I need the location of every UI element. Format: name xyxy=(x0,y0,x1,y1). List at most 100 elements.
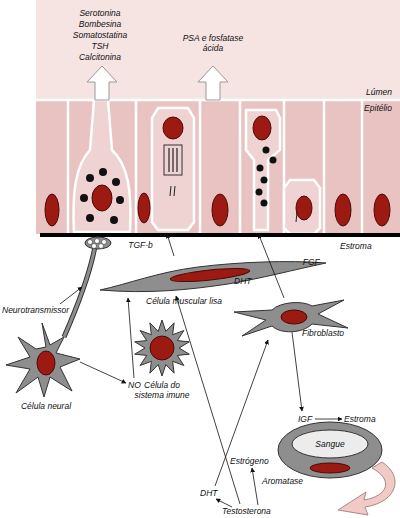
granular-cell xyxy=(261,200,268,207)
signal-arrow xyxy=(60,287,342,507)
annotation-label: Neurotransmissor xyxy=(2,305,69,315)
cell-nucleus xyxy=(335,194,351,226)
axon xyxy=(85,237,111,249)
signal-arrow xyxy=(252,468,258,505)
cell-shape xyxy=(37,351,55,375)
signal-arrow xyxy=(216,499,232,507)
annotation-label: Estroma xyxy=(340,241,372,251)
secretory-cell xyxy=(164,145,182,175)
neuroendocrine-cell xyxy=(86,214,94,222)
annotation-label: TSH xyxy=(60,41,140,51)
signal-arrow xyxy=(292,332,302,411)
basal-cell xyxy=(284,180,320,234)
annotation-label: DHT xyxy=(200,488,217,498)
signal-arrow xyxy=(128,298,134,378)
granular-cell xyxy=(246,110,280,230)
cell-shape xyxy=(281,310,307,324)
secretion-arrow xyxy=(198,66,228,100)
secretory-cell xyxy=(168,148,169,172)
axon xyxy=(95,239,100,244)
annotation-label: PSA e fosfatase ácida xyxy=(178,33,248,53)
basal-cell xyxy=(284,180,320,234)
cell-boundary xyxy=(323,100,326,234)
cell-boundary xyxy=(239,100,242,234)
axon xyxy=(88,240,93,245)
node-label: Sangue xyxy=(276,439,384,449)
epithelium-band xyxy=(36,100,400,234)
cell-nucleus xyxy=(45,193,390,226)
signal-arrow xyxy=(315,419,342,420)
annotation-label: Estrógeno xyxy=(230,456,269,466)
cell-shape xyxy=(100,262,326,292)
annotation-label: NO xyxy=(128,380,141,390)
epithelium-band: Epitélio xyxy=(36,100,400,234)
neuroendocrine-cell xyxy=(86,174,94,182)
epithelium-band xyxy=(36,100,400,234)
cell-shape xyxy=(6,323,80,397)
annotation-label: Serotonina xyxy=(60,8,140,18)
connector-label: TGF-b xyxy=(128,240,153,250)
connector-label: FGF xyxy=(303,257,320,267)
axon xyxy=(64,237,111,337)
blood-vessel: Sangue xyxy=(276,418,384,484)
annotation-label: IGF xyxy=(298,414,312,424)
annotation-label: Estroma xyxy=(344,414,376,424)
secretion-arrow xyxy=(87,66,228,100)
cell-nucleus xyxy=(212,194,228,226)
signal-arrow xyxy=(80,362,126,383)
node-label: Fibroblasto xyxy=(302,328,344,338)
node-label: DHT xyxy=(234,276,251,286)
granular-cell xyxy=(270,157,277,164)
node-label: Célula neural xyxy=(17,401,75,411)
annotation-label: Aromatase xyxy=(262,476,303,486)
signal-arrow xyxy=(215,340,268,486)
secretory-cell xyxy=(163,117,183,139)
node-outline xyxy=(276,418,384,484)
basement-membrane xyxy=(40,233,400,237)
neuroendocrine-cell xyxy=(110,216,118,224)
basement-membrane xyxy=(40,233,400,237)
neuroendocrine-cell xyxy=(92,185,112,211)
cell-nucleus xyxy=(138,193,150,223)
neural-cell: Célula neural xyxy=(4,315,84,423)
immune-cell: Célula do sistema imune xyxy=(122,318,202,410)
cell-shape xyxy=(135,320,190,376)
cell-shape xyxy=(278,422,382,478)
signal-arrow xyxy=(60,287,82,304)
node-label: Lúmen xyxy=(366,87,392,97)
secretory-cell xyxy=(174,186,175,196)
annotation-label: Somatostatina xyxy=(60,30,140,40)
basal-cell xyxy=(296,212,297,222)
neuroendocrine-cell xyxy=(99,168,107,176)
secretory-cell xyxy=(176,148,177,172)
axon xyxy=(92,244,97,249)
cell-shape xyxy=(310,463,350,473)
node-label: Epitélio xyxy=(364,103,392,113)
neuroendocrine-cell xyxy=(112,178,120,186)
secretory-cell xyxy=(152,108,194,230)
cell-nucleus xyxy=(45,194,59,226)
neuroendocrine-cell xyxy=(74,100,131,232)
granular-cell xyxy=(253,116,271,140)
lumen-region xyxy=(36,0,400,100)
neuroendocrine-cell xyxy=(80,194,88,202)
granular-cell xyxy=(256,189,263,196)
neuroendocrine-cell xyxy=(116,196,124,204)
fibroblast-cell: Fibroblasto xyxy=(232,298,350,342)
secretion-arrow xyxy=(87,66,117,100)
secretory-cell xyxy=(170,186,171,196)
secretory-cell xyxy=(152,108,194,230)
secretory-cell xyxy=(172,148,173,172)
cell-boundary xyxy=(67,100,70,234)
granular-cell xyxy=(261,177,268,184)
granular-cell xyxy=(246,110,280,230)
basal-cell xyxy=(296,196,312,220)
cell-boundary xyxy=(135,100,138,234)
annotation-label: Calcitonina xyxy=(60,52,140,62)
granular-cell xyxy=(257,165,264,172)
node-caption: Célula muscular lisa xyxy=(146,296,222,306)
